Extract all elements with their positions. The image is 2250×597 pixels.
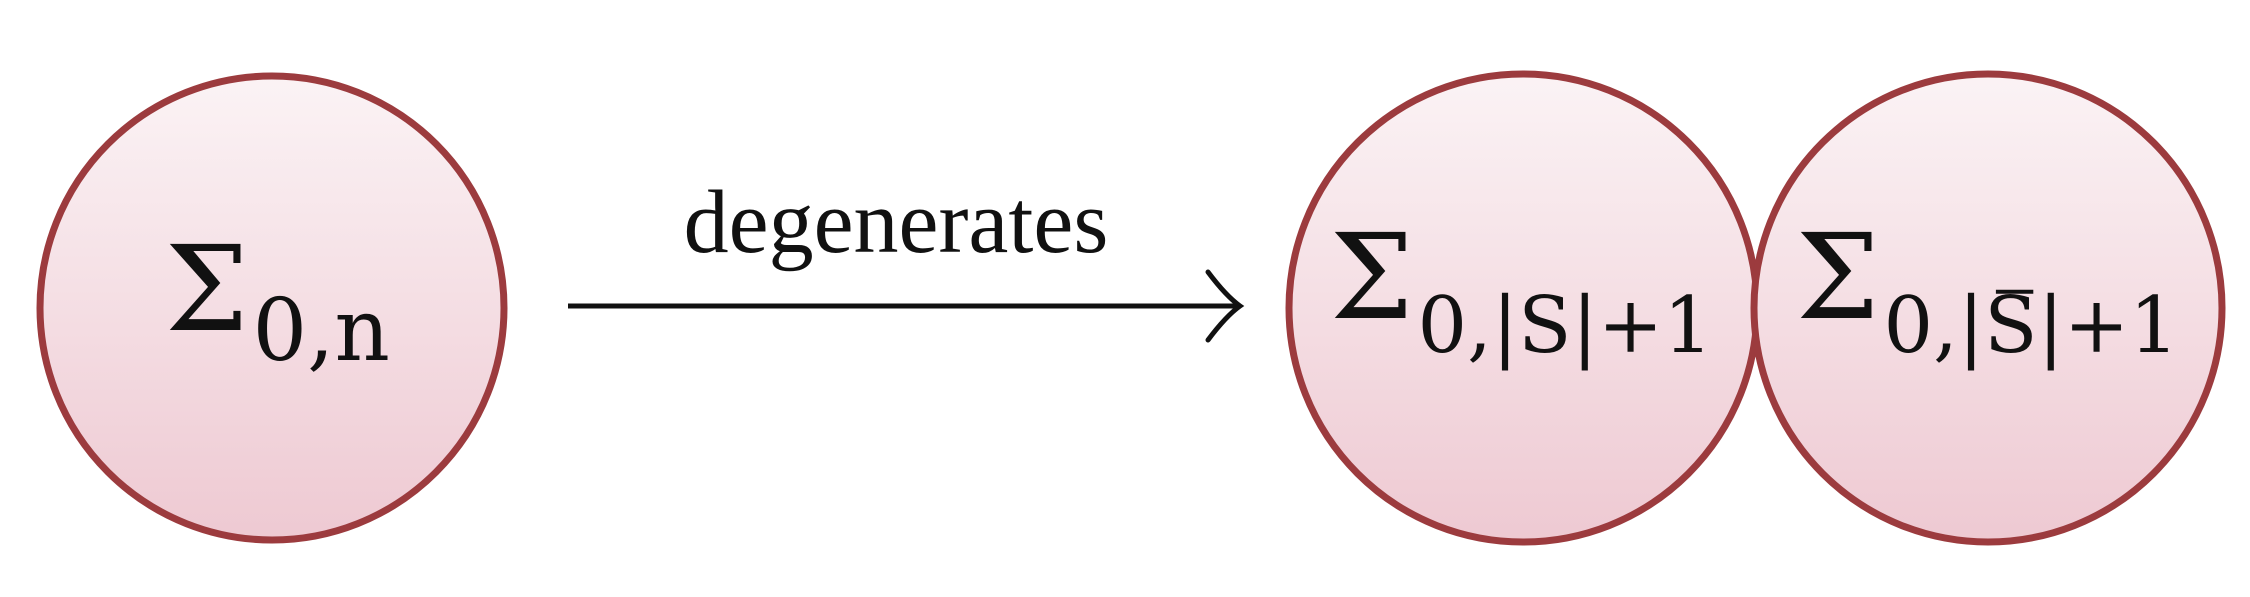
right-surface-b-node: Σ0,|S|+1 — [1750, 70, 2226, 546]
right-surface-b-subscript-var: S — [1984, 281, 2037, 371]
right-surface-a-label: Σ0,|S|+1 — [1330, 208, 1713, 371]
right-surface-a-node: Σ0,|S|+1 — [1285, 70, 1761, 546]
left-surface-subscript: 0,n — [252, 281, 389, 381]
right-surface-b-label: Σ0,|S|+1 — [1796, 208, 2179, 371]
left-surface-node: Σ0,n — [36, 72, 508, 544]
left-surface-symbol: Σ — [165, 220, 248, 358]
left-surface-circle — [36, 72, 508, 544]
right-surface-a-symbol: Σ — [1330, 208, 1413, 346]
arrow-label: degenerates — [684, 173, 1109, 272]
right-surface-b-circle — [1750, 70, 2226, 546]
arrow-head — [1205, 269, 1245, 343]
right-surface-a-subscript: 0,|S|+1 — [1417, 281, 1712, 371]
degeneration-arrow: degenerates — [568, 173, 1245, 343]
right-surface-b-symbol: Σ — [1796, 208, 1879, 346]
left-surface-label: Σ0,n — [165, 220, 390, 381]
right-surface-b-subscript-prefix: 0,| — [1883, 281, 1984, 371]
right-surface-b-subscript-suffix: |+1 — [2038, 281, 2179, 371]
